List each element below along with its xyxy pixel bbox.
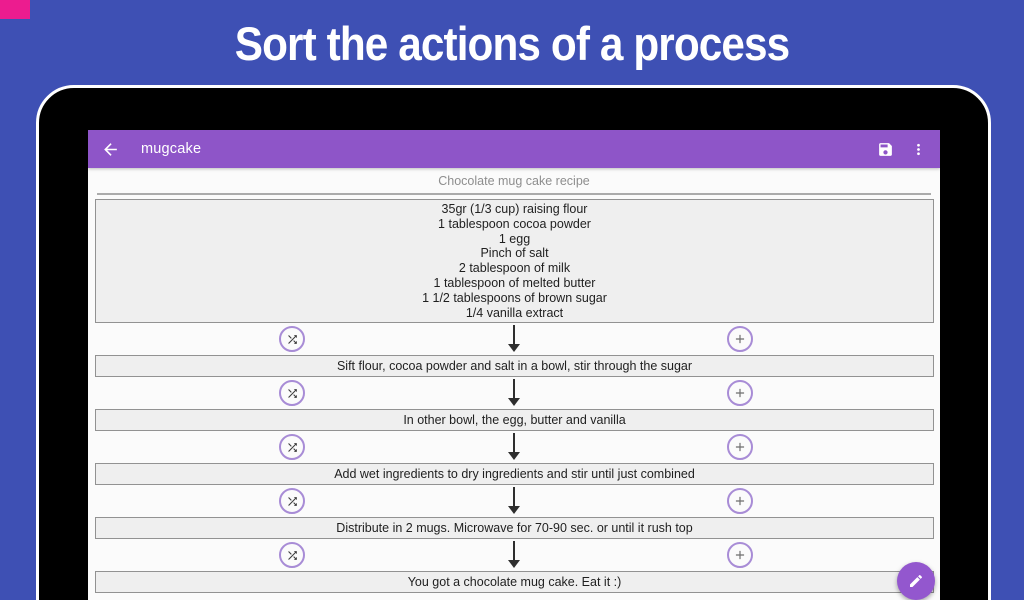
down-arrow-icon	[508, 433, 520, 461]
step-box[interactable]: Distribute in 2 mugs. Microwave for 70-9…	[95, 517, 934, 540]
connector-row	[88, 539, 940, 571]
app-toolbar: mugcake	[88, 130, 940, 168]
shuffle-button[interactable]	[279, 434, 305, 461]
ingredient-line: 1 tablespoon of melted butter	[433, 275, 596, 290]
plus-icon	[735, 389, 745, 398]
step-box[interactable]: You got a chocolate mug cake. Eat it :)	[95, 571, 934, 594]
shuffle-button[interactable]	[279, 326, 305, 353]
plus-icon	[735, 551, 745, 560]
add-step-button[interactable]	[727, 380, 753, 407]
ingredient-line: 2 tablespoon of milk	[458, 261, 571, 276]
add-step-button[interactable]	[727, 326, 753, 353]
more-vert-icon	[917, 143, 920, 155]
step-box[interactable]: Sift flour, cocoa powder and salt in a b…	[95, 355, 934, 378]
shuffle-icon	[287, 335, 297, 344]
ingredient-line: 1 egg	[498, 231, 531, 246]
ingredient-line: 35gr (1/3 cup) raising flour	[441, 202, 588, 216]
connector-row	[88, 431, 940, 463]
add-step-button[interactable]	[727, 488, 753, 515]
page-title: Sort the actions of a process	[234, 16, 790, 70]
process-content: Chocolate mug cake recipe 35gr (1/3 cup)…	[88, 168, 940, 594]
plus-icon	[735, 443, 745, 452]
step-box[interactable]: In other bowl, the egg, butter and vanil…	[95, 409, 934, 432]
add-step-button[interactable]	[727, 542, 753, 569]
shuffle-icon	[287, 551, 297, 560]
ingredient-line: Pinch of salt	[480, 246, 549, 261]
app-screen: mugcake Chocolate mug cake recipe 35gr (…	[88, 130, 940, 600]
shuffle-button[interactable]	[279, 380, 305, 407]
corner-marker	[0, 0, 30, 19]
process-title: Chocolate mug cake recipe	[438, 174, 590, 188]
toolbar-title: mugcake	[141, 141, 202, 157]
shuffle-icon	[287, 497, 297, 506]
down-arrow-icon	[508, 487, 520, 515]
save-icon	[879, 142, 892, 156]
page-header: Sort the actions of a process	[0, 0, 1024, 86]
down-arrow-icon	[508, 325, 520, 353]
shuffle-icon	[287, 389, 297, 398]
flow-area: Sift flour, cocoa powder and salt in a b…	[88, 323, 940, 594]
tablet-frame: mugcake Chocolate mug cake recipe 35gr (…	[36, 85, 991, 600]
connector-row	[88, 485, 940, 517]
down-arrow-icon	[508, 379, 520, 407]
edit-fab-button[interactable]	[897, 562, 935, 600]
shuffle-icon	[287, 443, 297, 452]
shuffle-button[interactable]	[279, 488, 305, 515]
overflow-menu-button[interactable]	[910, 141, 927, 158]
title-divider	[97, 193, 931, 195]
plus-icon	[735, 497, 745, 506]
add-step-button[interactable]	[727, 434, 753, 461]
connector-row	[88, 323, 940, 355]
down-arrow-icon	[508, 541, 520, 569]
back-arrow-icon	[104, 142, 117, 156]
shuffle-button[interactable]	[279, 542, 305, 569]
ingredient-line: 1 1/2 tablespoons of brown sugar	[422, 290, 607, 305]
step-box[interactable]: Add wet ingredients to dry ingredients a…	[95, 463, 934, 486]
pencil-icon	[910, 574, 923, 587]
plus-icon	[735, 335, 745, 344]
connector-row	[88, 377, 940, 409]
save-button[interactable]	[877, 141, 894, 158]
ingredient-line: 1/4 vanilla extract	[465, 305, 564, 320]
ingredient-line: 1 tablespoon cocoa powder	[438, 216, 591, 231]
back-button[interactable]	[101, 140, 120, 159]
